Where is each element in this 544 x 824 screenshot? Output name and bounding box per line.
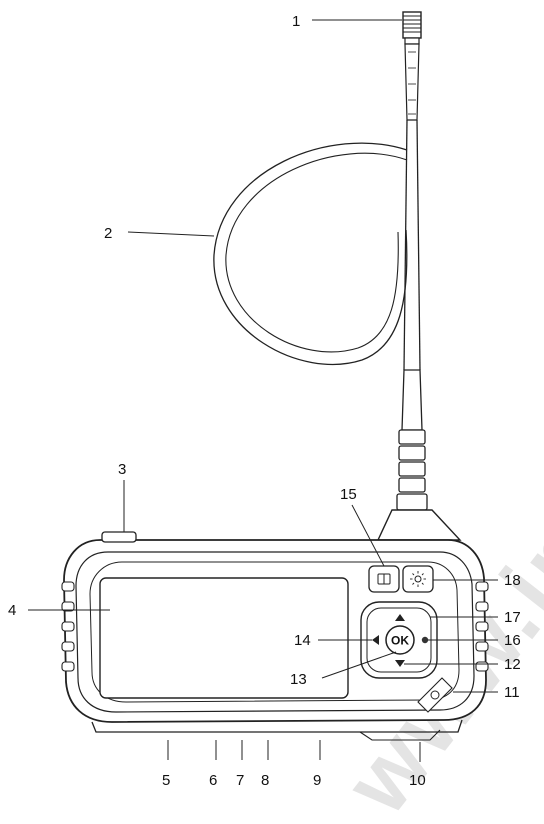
callout-6: 6 — [209, 772, 217, 789]
right-dot-button[interactable] — [421, 636, 429, 644]
callout-14: 14 — [294, 632, 311, 649]
coiled-cable-loop — [213, 142, 408, 365]
callout-2: 2 — [104, 225, 112, 242]
camera-probe-head — [402, 11, 422, 45]
callout-17: 17 — [504, 609, 521, 626]
callout-4: 4 — [8, 602, 16, 619]
probe-cable — [403, 119, 421, 371]
callout-8: 8 — [261, 772, 269, 789]
cable-strain-relief — [376, 369, 462, 541]
ok-button[interactable]: OK — [385, 625, 415, 655]
callout-10: 10 — [409, 772, 426, 789]
sun-icon — [414, 575, 422, 583]
callout-15: 15 — [340, 486, 357, 503]
mode-button[interactable] — [368, 565, 400, 593]
ok-button-label: OK — [391, 634, 409, 648]
callout-7: 7 — [236, 772, 244, 789]
callout-16: 16 — [504, 632, 521, 649]
callout-5: 5 — [162, 772, 170, 789]
callout-12: 12 — [504, 656, 521, 673]
callout-1: 1 — [292, 13, 300, 30]
down-arrow-button[interactable] — [395, 660, 405, 667]
up-arrow-button[interactable] — [395, 614, 405, 621]
leader-lines — [28, 19, 498, 762]
left-arrow-button[interactable] — [372, 635, 379, 645]
led-brightness-button[interactable] — [402, 565, 434, 593]
callout-9: 9 — [313, 772, 321, 789]
lcd-screen — [99, 577, 349, 699]
callout-11: 11 — [504, 684, 520, 701]
probe-rigid-section — [404, 43, 420, 121]
callout-18: 18 — [504, 572, 521, 589]
callout-3: 3 — [118, 461, 126, 478]
power-side-button[interactable] — [101, 531, 137, 543]
callout-13: 13 — [290, 671, 307, 688]
power-button[interactable] — [417, 677, 453, 713]
left-grip-slots — [61, 581, 75, 672]
